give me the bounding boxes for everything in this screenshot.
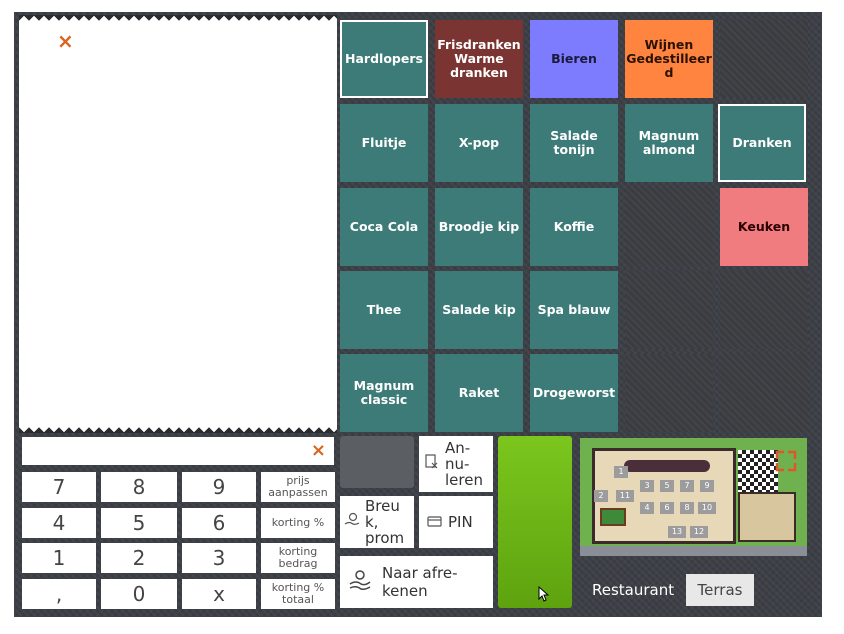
table-5[interactable]: 5: [660, 480, 674, 492]
checkout-button[interactable]: Naar afre- kenen: [340, 556, 493, 608]
key-9[interactable]: 9: [182, 472, 256, 502]
product-salade-tonijn[interactable]: Salade tonijn: [530, 104, 618, 182]
hand-coin-icon: [344, 512, 362, 532]
empty-slot: [625, 188, 713, 266]
key-comma[interactable]: ,: [22, 579, 96, 609]
key-3[interactable]: 3: [182, 543, 256, 573]
room-label-restaurant[interactable]: Restaurant: [592, 581, 675, 599]
discount-total-percent-button[interactable]: korting % totaal: [261, 579, 335, 609]
category-hardlopers[interactable]: Hardlopers: [340, 20, 428, 98]
receipt-panel: ×: [19, 15, 337, 433]
table-8[interactable]: 8: [680, 502, 694, 514]
product-salade-kip[interactable]: Salade kip: [435, 271, 523, 349]
side-room: [738, 492, 796, 542]
room-tab-terras[interactable]: Terras: [686, 574, 754, 606]
key-1[interactable]: 1: [22, 543, 96, 573]
table-2[interactable]: 2: [594, 490, 608, 502]
pin-button[interactable]: PIN: [419, 496, 493, 548]
checkout-label: Naar afre- kenen: [382, 564, 458, 600]
empty-slot: [720, 354, 808, 432]
table-4[interactable]: 4: [640, 502, 654, 514]
product-drogeworst[interactable]: Drogeworst: [530, 354, 618, 432]
floor-plan[interactable]: 1 3 5 7 9 2 11 4 6 8 10 13 12: [580, 438, 807, 556]
clear-receipt-icon[interactable]: ×: [57, 29, 74, 53]
empty-slot: [720, 271, 808, 349]
product-fluitje[interactable]: Fluitje: [340, 104, 428, 182]
product-spa-blauw[interactable]: Spa blauw: [530, 271, 618, 349]
product-x-pop[interactable]: X-pop: [435, 104, 523, 182]
pin-label: PIN: [448, 513, 473, 531]
table-10[interactable]: 10: [698, 502, 716, 514]
product-raket[interactable]: Raket: [435, 354, 523, 432]
table-12[interactable]: 12: [690, 526, 708, 538]
amount-input[interactable]: ×: [22, 437, 334, 465]
price-adjust-button[interactable]: prijs aanpassen: [261, 472, 335, 502]
table-13[interactable]: 13: [668, 526, 686, 538]
empty-slot: [625, 354, 713, 432]
receipt-cancel-icon: [425, 454, 441, 474]
receipt-bottom-edge: [19, 425, 337, 433]
street: [580, 546, 807, 556]
receipt-top-edge: [19, 15, 337, 23]
key-multiply[interactable]: x: [182, 579, 256, 609]
product-broodje-kip[interactable]: Broodje kip: [435, 188, 523, 266]
table-7[interactable]: 7: [680, 480, 694, 492]
table-3[interactable]: 3: [640, 480, 654, 492]
key-0[interactable]: 0: [101, 579, 177, 609]
table-9[interactable]: 9: [700, 480, 714, 492]
empty-slot: [625, 271, 713, 349]
discount-amount-button[interactable]: korting bedrag: [261, 543, 335, 573]
product-magnum-almond[interactable]: Magnum almond: [625, 104, 713, 182]
hand-money-icon: [348, 568, 374, 596]
key-2[interactable]: 2: [101, 543, 177, 573]
expand-map-icon[interactable]: [775, 450, 797, 476]
checkered-floor: [738, 450, 778, 492]
discount-percent-button[interactable]: korting %: [261, 508, 335, 538]
key-8[interactable]: 8: [101, 472, 177, 502]
empty-slot: [720, 20, 808, 98]
key-5[interactable]: 5: [101, 508, 177, 538]
table-11[interactable]: 11: [616, 490, 634, 502]
blank-action-button: [340, 436, 414, 488]
clear-input-icon[interactable]: ×: [310, 440, 326, 461]
mouse-cursor-icon: [538, 585, 550, 606]
cancel-button[interactable]: An- nu- leren: [419, 436, 493, 492]
card-icon: [427, 513, 443, 532]
key-6[interactable]: 6: [182, 508, 256, 538]
breuk-promo-button[interactable]: Breu k, prom: [340, 496, 414, 548]
pay-button[interactable]: [498, 436, 572, 608]
category-frisdranken-warme-dranken[interactable]: Frisdranken Warme dranken: [435, 20, 523, 98]
product-thee[interactable]: Thee: [340, 271, 428, 349]
table-6[interactable]: 6: [660, 502, 674, 514]
category-keuken[interactable]: Keuken: [720, 188, 808, 266]
breuk-label: Breu k, prom: [365, 497, 405, 547]
product-coca-cola[interactable]: Coca Cola: [340, 188, 428, 266]
cancel-label: An- nu- leren: [445, 439, 483, 489]
category-wijnen-gedestilleerd[interactable]: Wijnen Gedestilleer d: [625, 20, 713, 98]
category-dranken[interactable]: Dranken: [718, 104, 806, 182]
category-bieren[interactable]: Bieren: [530, 20, 618, 98]
key-4[interactable]: 4: [22, 508, 96, 538]
key-7[interactable]: 7: [22, 472, 96, 502]
pool-table: [600, 508, 626, 526]
product-koffie[interactable]: Koffie: [530, 188, 618, 266]
product-magnum-classic[interactable]: Magnum classic: [340, 354, 428, 432]
table-1[interactable]: 1: [614, 466, 628, 478]
bar-counter: [624, 460, 710, 472]
